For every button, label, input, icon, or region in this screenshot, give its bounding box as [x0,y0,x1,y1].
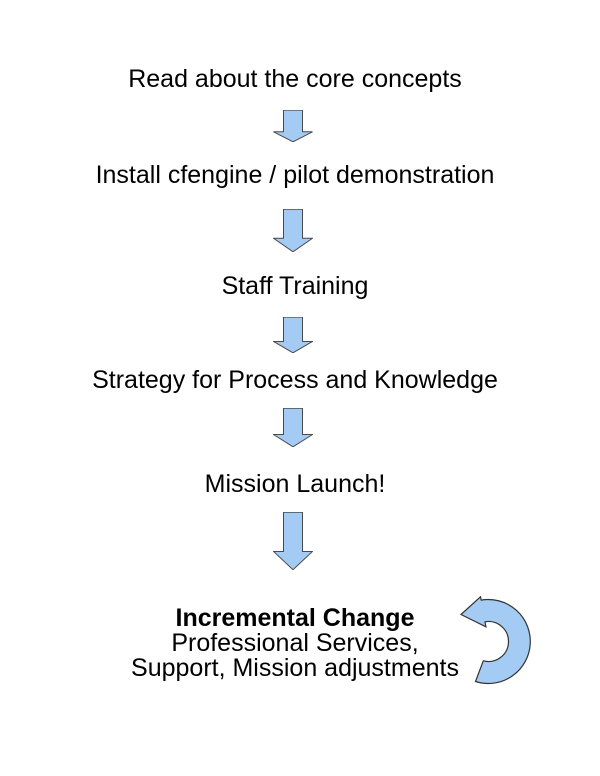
down-arrow-icon [273,209,313,252]
final-step-block: Incremental Change Professional Services… [0,606,590,681]
final-step-title: Incremental Change [175,604,415,632]
down-arrow-icon [273,408,313,447]
down-arrow-icon [273,110,313,142]
step-5-label: Mission Launch! [204,470,386,498]
down-arrow-icon [273,317,313,353]
final-step-line3: Support, Mission adjustments [131,654,459,682]
step-1-label: Read about the core concepts [128,65,462,93]
step-4-label: Strategy for Process and Knowledge [92,366,498,394]
down-arrow-icon [273,512,313,570]
final-step-line2: Professional Services, [171,629,419,657]
step-3-label: Staff Training [221,272,369,300]
circular-loop-arrow-icon [458,596,534,688]
step-2-label: Install cfengine / pilot demonstration [95,161,495,189]
